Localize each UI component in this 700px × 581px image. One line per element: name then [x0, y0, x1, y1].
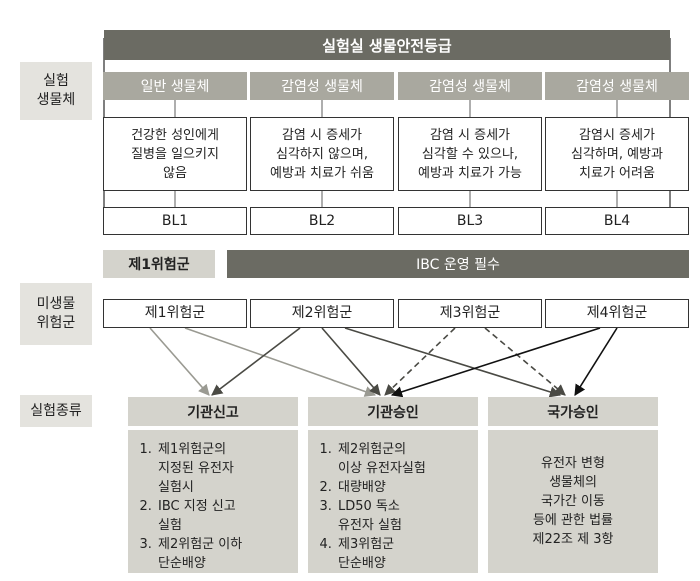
experiment-type-national: 국가승인 — [488, 397, 658, 426]
list-item: 제2위험군의 이상 유전자실험 — [336, 440, 478, 478]
approval-list: 제2위험군의 이상 유전자실험 대량배양 LD50 독소 유전자 실험 제3위험… — [308, 440, 478, 573]
side-label-organism: 실험 생물체 — [20, 62, 92, 120]
list-item: LD50 독소 유전자 실험 — [336, 497, 478, 535]
arrow-rg2-report — [211, 327, 301, 396]
arrow-rg1-report — [149, 327, 210, 396]
organism-header: 일반 생물체 — [103, 72, 247, 100]
list-item: 제2위험군 이하 단순배양 — [156, 535, 298, 573]
risk-group: 제1위험군 — [103, 299, 247, 328]
risk-group: 제4위험군 — [545, 299, 689, 328]
national-law-text: 유전자 변형 생물체의 국가간 이동 등에 관한 법률 제22조 제 3항 — [532, 456, 614, 547]
arrow-rg1-approval — [184, 327, 377, 397]
organism-description: 건강한 성인에게 질병을 일으키지 않음 — [103, 117, 247, 191]
arrow-rg3-approval — [384, 327, 456, 396]
arrow-rg2-approval — [321, 327, 381, 396]
risk-bar-group1: 제1위험군 — [103, 250, 215, 278]
biosafety-level: BL2 — [250, 207, 394, 235]
experiment-panel-approval: 제2위험군의 이상 유전자실험 대량배양 LD50 독소 유전자 실험 제3위험… — [308, 430, 478, 573]
arrow-rg4-approval — [390, 327, 601, 398]
organism-description: 감염 시 증세가 심각하지 않으며, 예방과 치료가 쉬움 — [250, 117, 394, 191]
list-item: 제1위험군의 지정된 유전자 실험시 — [156, 440, 298, 497]
biosafety-level: BL4 — [545, 207, 689, 235]
risk-group: 제3위험군 — [398, 299, 542, 328]
list-item: 제3위험군 단순배양 — [336, 535, 478, 573]
organism-header: 감염성 생물체 — [545, 72, 689, 100]
arrow-rg3-national — [484, 327, 566, 396]
arrow-rg2-national — [344, 327, 562, 398]
report-list: 제1위험군의 지정된 유전자 실험시 IBC 지정 신고 실험 제2위험군 이하… — [128, 440, 298, 573]
ibc-required-bar: IBC 운영 필수 — [227, 250, 689, 278]
side-label-experiment-type: 실험종류 — [20, 395, 92, 427]
experiment-type-report: 기관신고 — [128, 397, 298, 426]
organism-header: 감염성 생물체 — [398, 72, 542, 100]
biosafety-level: BL3 — [398, 207, 542, 235]
organism-description: 감염시 증세가 심각하며, 예방과 치료가 어려움 — [545, 117, 689, 191]
organism-description: 감염 시 증세가 심각할 수 있으나, 예방과 치료가 가능 — [398, 117, 542, 191]
experiment-type-approval: 기관승인 — [308, 397, 478, 426]
organism-header: 감염성 생물체 — [250, 72, 394, 100]
biosafety-level: BL1 — [103, 207, 247, 235]
risk-group: 제2위험군 — [250, 299, 394, 328]
side-label-risk-group: 미생물 위험군 — [20, 283, 92, 345]
arrow-rg4-national — [574, 327, 618, 396]
experiment-panel-national: 유전자 변형 생물체의 국가간 이동 등에 관한 법률 제22조 제 3항 — [488, 430, 658, 573]
list-item: IBC 지정 신고 실험 — [156, 497, 298, 535]
list-item: 대량배양 — [336, 478, 478, 497]
experiment-panel-report: 제1위험군의 지정된 유전자 실험시 IBC 지정 신고 실험 제2위험군 이하… — [128, 430, 298, 573]
diagram-title: 실험실 생물안전등급 — [104, 30, 670, 60]
